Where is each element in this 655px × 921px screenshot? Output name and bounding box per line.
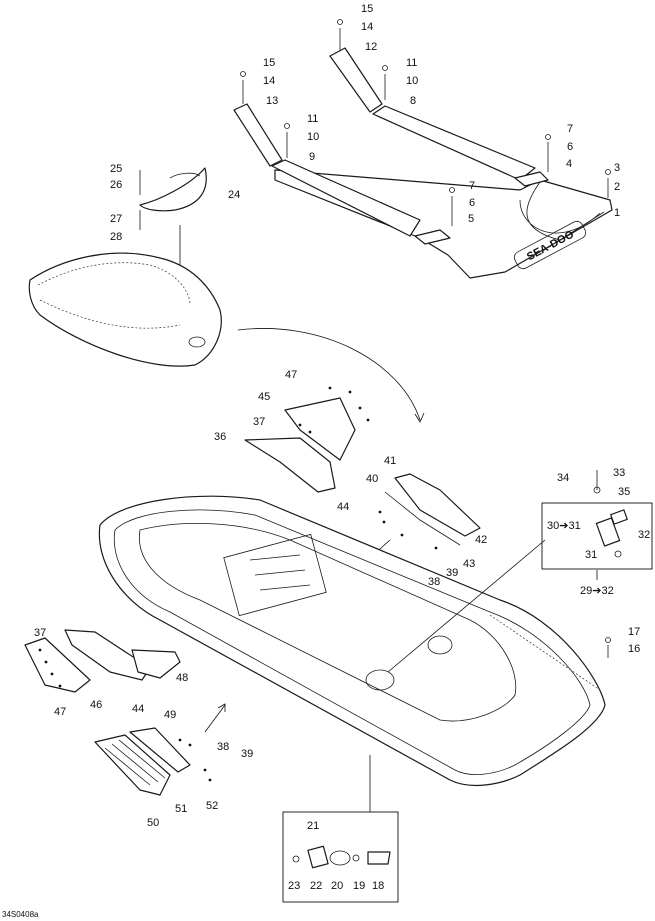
callout: 41 [384, 455, 396, 467]
callout: 25 [110, 163, 122, 175]
fastener-dots-middle [298, 386, 438, 550]
callout: 50 [147, 817, 159, 829]
callout: 39 [241, 748, 253, 760]
callout: 5 [468, 213, 474, 225]
panel-36 [244, 437, 336, 493]
callout: 14 [361, 21, 373, 33]
callout: 10 [307, 131, 319, 143]
callout: 24 [228, 189, 240, 201]
hull [98, 495, 606, 812]
callout: 33 [613, 467, 625, 479]
callout: 18 [372, 880, 384, 892]
callout: 48 [176, 672, 188, 684]
callout: 6 [567, 141, 573, 153]
panel-41 [394, 473, 481, 537]
callout: 37 [34, 627, 46, 639]
callout: 39 [446, 567, 458, 579]
callout: 40 [366, 473, 378, 485]
bracket-51 [129, 727, 191, 773]
callout: 17 [628, 626, 640, 638]
side-panels-middle [244, 386, 481, 558]
callout: 12 [365, 41, 377, 53]
callout: 36 [214, 431, 226, 443]
callout: 27 [110, 213, 122, 225]
callout: 32 [638, 529, 650, 541]
callout: 30➔31 [547, 520, 581, 532]
mat-strip-9 [271, 159, 421, 237]
detail-box-29-32 [541, 470, 653, 580]
deck-mat-set: SEA-DOO [233, 19, 613, 279]
panel-45 [284, 397, 356, 461]
callout: 19 [353, 880, 365, 892]
bolt-16-17 [605, 637, 611, 658]
callout: 42 [475, 534, 487, 546]
callout: 21 [307, 820, 319, 832]
callout: 29➔32 [580, 585, 614, 597]
callout: 26 [110, 179, 122, 191]
callout: 20 [331, 880, 343, 892]
callout: 23 [288, 880, 300, 892]
callout: 7 [469, 180, 475, 192]
mat-strip-8 [372, 105, 536, 181]
callout: 52 [206, 800, 218, 812]
callout: 38 [428, 576, 440, 588]
mat-strip-12 [329, 47, 383, 113]
callout: 22 [310, 880, 322, 892]
callout: 7 [567, 123, 573, 135]
callout: 38 [217, 741, 229, 753]
callout: 31 [585, 549, 597, 561]
callout: 44 [337, 501, 349, 513]
callout: 10 [406, 75, 418, 87]
callout: 15 [361, 3, 373, 15]
callout: 8 [410, 95, 416, 107]
callout: 37 [253, 416, 265, 428]
callout: 49 [164, 709, 176, 721]
callout: 46 [90, 699, 102, 711]
callout: 11 [406, 57, 417, 69]
callout: 15 [263, 57, 275, 69]
callout: 47 [54, 706, 66, 718]
detail-box-18-23 [282, 811, 399, 903]
callout: 6 [469, 197, 475, 209]
callout: 51 [175, 803, 187, 815]
panel-48 [131, 649, 181, 679]
panel-46 [64, 629, 151, 681]
callout: 34 [557, 472, 569, 484]
callouts: 1 2 3 4 5 6 6 7 7 8 9 10 10 11 11 12 13 … [34, 3, 650, 892]
callout: 4 [566, 158, 572, 170]
callout: 1 [614, 207, 620, 219]
callout: 9 [309, 151, 315, 163]
callout: 13 [266, 95, 278, 107]
fastener-dots-lower [38, 648, 212, 782]
callout: 11 [307, 113, 318, 125]
callout: 44 [132, 703, 144, 715]
mat-strip-13 [233, 103, 283, 167]
mat-pad-4 [514, 171, 549, 187]
upper-deck-body [28, 252, 425, 423]
callout: 47 [285, 369, 297, 381]
callout: 35 [618, 486, 630, 498]
grate-50 [94, 734, 171, 796]
mat-pad-5 [414, 229, 451, 245]
callout: 3 [614, 162, 620, 174]
callout: 14 [263, 75, 275, 87]
figure-id: 34S0408a [2, 910, 39, 919]
callout: 16 [628, 643, 640, 655]
panel-47 [24, 637, 91, 693]
callout: 45 [258, 391, 270, 403]
callout: 43 [463, 558, 475, 570]
callout: 2 [614, 181, 620, 193]
callout: 28 [110, 231, 122, 243]
fastener-group-top [240, 19, 611, 226]
side-panels-lower [24, 629, 226, 796]
